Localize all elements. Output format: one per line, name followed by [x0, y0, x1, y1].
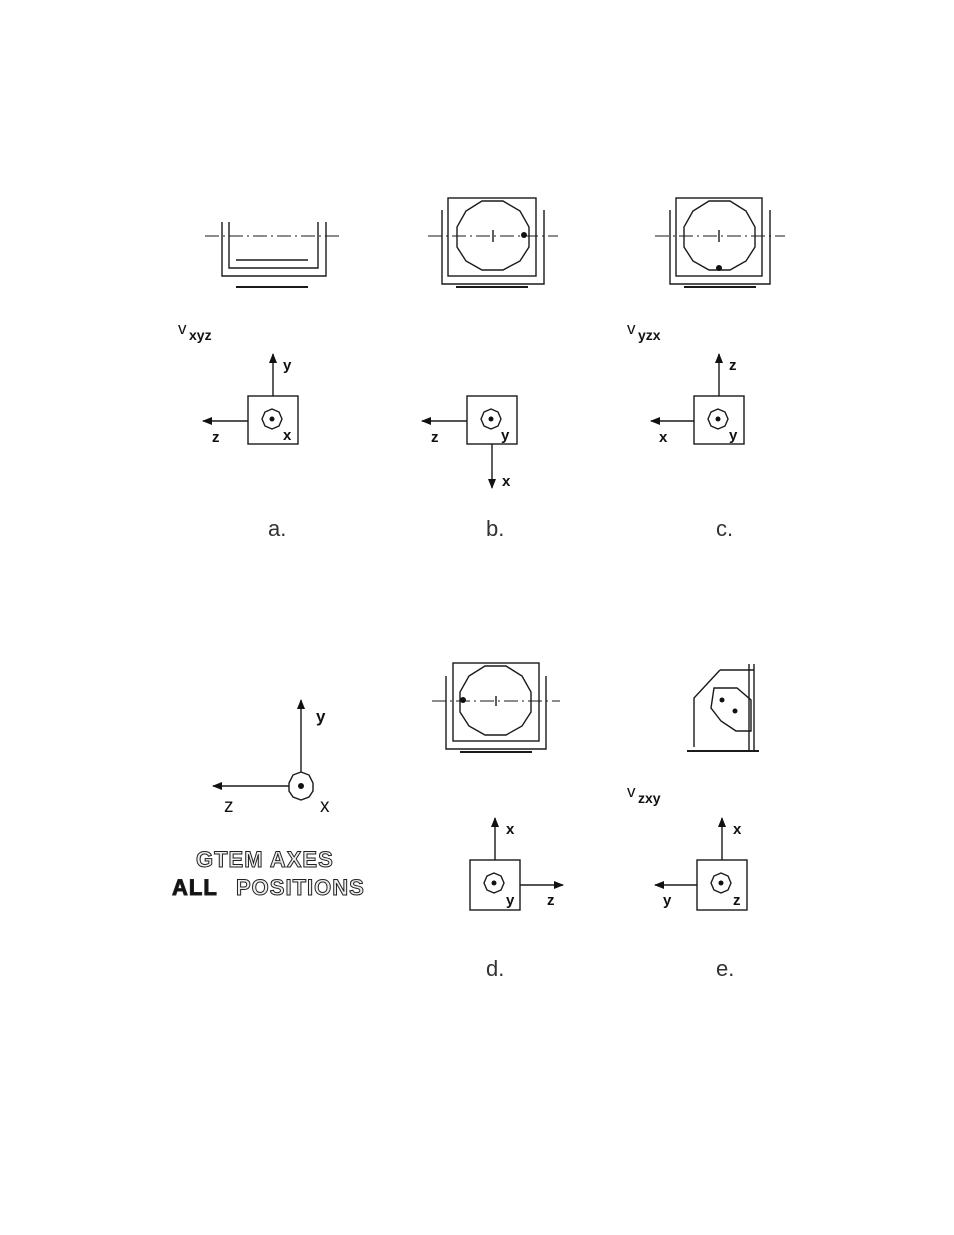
gtem-title-line2-all: ALL — [172, 875, 218, 900]
gtem-title-line1: GTEM AXES — [196, 847, 334, 872]
gtem-axis-up-label: y — [316, 707, 326, 726]
gtem-axes-legend: y z x GTEM AXES ALL POSITIONS — [172, 700, 365, 900]
panel-e-axes-icon: x y z — [655, 818, 747, 910]
panel-e-axis-up-label: x — [733, 821, 742, 838]
gtem-title-line2-positions: POSITIONS — [236, 875, 365, 900]
panel-e-caption: e. — [716, 956, 734, 981]
panel-e: v zxy x y z e. — [627, 664, 759, 981]
panel-a-caption: a. — [268, 516, 286, 541]
panel-c-axis-center-label: y — [729, 427, 738, 444]
panel-c-axis-left-label: x — [659, 429, 668, 446]
gtem-axis-center-label: x — [320, 796, 330, 817]
panel-c-axes-icon: z x y — [651, 354, 744, 446]
panel-c-view-subscript: yzx — [638, 327, 661, 343]
panel-c-drawing — [655, 198, 785, 287]
panel-e-drawing — [687, 664, 759, 752]
panel-b-axis-center-label: y — [501, 427, 510, 444]
panel-d-axis-center-label: y — [506, 892, 515, 909]
panel-c-axis-up-label: z — [729, 357, 737, 374]
panel-b-axes-icon: z y x — [422, 396, 517, 490]
panel-a-axis-left-label: z — [212, 429, 220, 446]
panel-d-caption: d. — [486, 956, 504, 981]
panel-e-axis-left-label: y — [663, 892, 672, 909]
panel-a-axes-icon: y z x — [203, 354, 298, 446]
panel-d-axis-up-label: x — [506, 821, 515, 838]
panel-d: x z y d. — [432, 663, 563, 981]
panel-a-drawing — [205, 222, 342, 287]
panel-a-view-subscript: xyz — [189, 327, 212, 343]
panel-d-drawing — [432, 663, 560, 752]
panel-e-axis-center-label: z — [733, 892, 741, 909]
panel-d-axes-icon: x z y — [470, 818, 563, 910]
panel-b: z y x b. — [422, 198, 558, 541]
panel-b-caption: b. — [486, 516, 504, 541]
panel-d-axis-right-label: z — [547, 892, 555, 909]
panel-a-axis-center-label: x — [283, 427, 292, 444]
panel-e-view-label: v — [627, 782, 636, 801]
panel-a-axis-up-label: y — [283, 357, 292, 374]
gtem-axis-left-label: z — [224, 796, 234, 817]
panel-b-axis-left-label: z — [431, 429, 439, 446]
panel-b-axis-down-label: x — [502, 473, 511, 490]
panel-b-drawing — [428, 198, 558, 287]
panel-a: v xyz y z x a. — [178, 222, 342, 541]
panel-c-caption: c. — [716, 516, 733, 541]
panel-c-view-label: v — [627, 319, 636, 338]
panel-a-view-label: v — [178, 319, 187, 338]
panel-e-view-subscript: zxy — [638, 790, 661, 806]
panel-c: v yzx z x y c. — [627, 198, 785, 541]
